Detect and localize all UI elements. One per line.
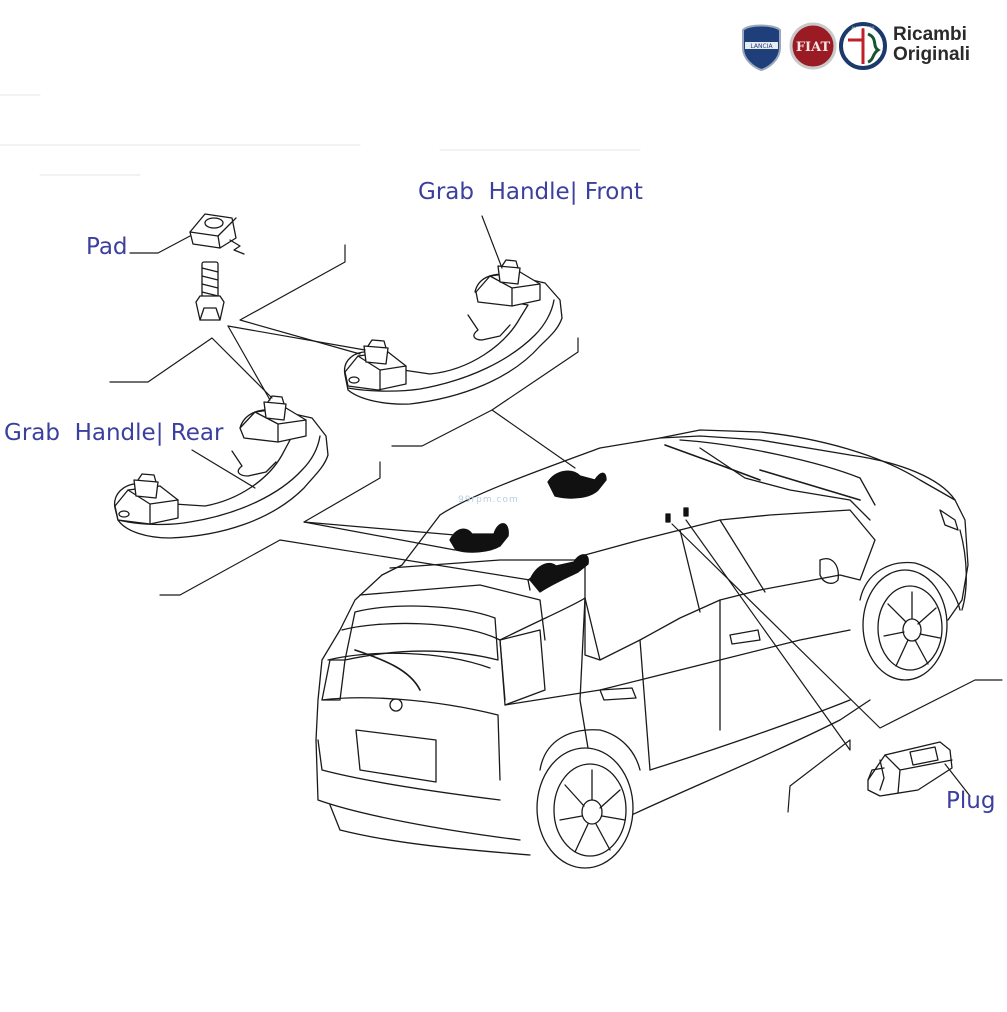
grab-handle-rear-label: Grab Handle| Rear xyxy=(4,420,224,446)
front-grab-handle xyxy=(343,259,563,405)
pad-label: Pad xyxy=(86,234,128,260)
pad-part xyxy=(189,213,245,321)
alfa-badge-text: ALFA ROMEO xyxy=(852,26,875,30)
watermark: 99rpm.com xyxy=(458,495,519,505)
rear-grab-handle xyxy=(113,395,329,539)
alfa-romeo-badge: ALFA ROMEO xyxy=(839,22,887,70)
scan-artifacts xyxy=(0,94,641,176)
car-illustration xyxy=(315,429,969,869)
lancia-badge-text: LANCIA xyxy=(750,43,773,50)
brand-logo-block: LANCIA FIAT ALFA ROMEO Ricambi Originali xyxy=(738,20,1000,72)
fiat-badge: FIAT xyxy=(789,22,837,70)
brand-badges: LANCIA FIAT ALFA ROMEO xyxy=(742,22,887,72)
plug-part xyxy=(867,741,953,797)
fiat-badge-text: FIAT xyxy=(796,40,831,55)
plug-label: Plug xyxy=(946,788,996,814)
brand-line-2: Originali xyxy=(893,44,971,65)
grab-handle-front-label: Grab Handle| Front xyxy=(418,179,643,205)
brand-line-1: Ricambi xyxy=(893,24,967,45)
brand-text: Ricambi Originali xyxy=(893,25,970,65)
lancia-badge: LANCIA xyxy=(742,24,781,72)
leader-lines xyxy=(109,215,1003,813)
